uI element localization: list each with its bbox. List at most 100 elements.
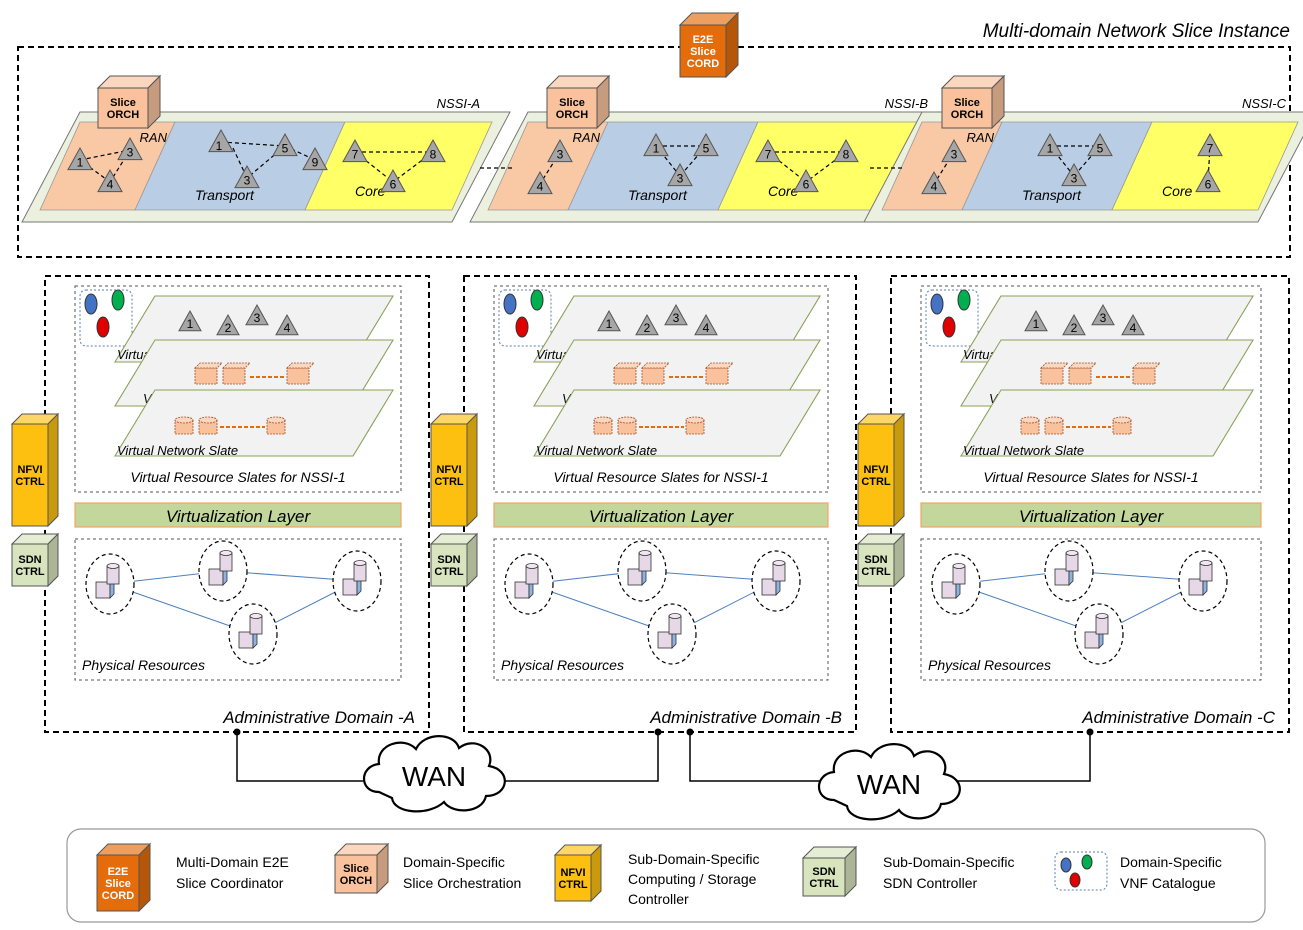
wan-label: WAN (857, 769, 921, 800)
cube-label: CTRL (434, 476, 464, 488)
server-cube (658, 632, 672, 648)
slates-caption: Virtual Resource Slates for NSSI-1 (553, 469, 768, 485)
virtual-compute-cube (614, 368, 636, 384)
virtual-network-node-top (618, 417, 636, 423)
storage-cylinder-top (953, 564, 965, 569)
cube-label: CTRL (861, 476, 891, 488)
cube-side-face (467, 414, 477, 526)
physical-node (1179, 551, 1227, 611)
nssi-label: NSSI-B (885, 96, 929, 111)
cube-label: CTRL (434, 566, 464, 578)
vnf-node-label: 7 (1207, 142, 1214, 156)
server-cube (343, 579, 357, 595)
physical-resources-label: Physical Resources (82, 657, 205, 673)
vnf-node-label: 2 (225, 321, 232, 335)
wan-link (690, 732, 826, 781)
storage-cylinder-top (250, 614, 262, 619)
virtualization-layer-label: Virtualization Layer (589, 507, 735, 526)
cube-label: E2E (693, 34, 714, 46)
vnf-node-label: 3 (677, 172, 684, 186)
legend-vnf-red (1070, 873, 1080, 887)
cube-label: ORCH (556, 109, 588, 121)
vnf-catalogue-green (958, 290, 970, 310)
storage-cylinder-top (639, 551, 651, 556)
legend-orch-text: Slice Orchestration (403, 875, 521, 891)
storage-cylinder-top (1200, 561, 1212, 566)
cube-label: NFVI (560, 867, 585, 879)
transport-label: Transport (195, 187, 255, 203)
slates-caption: Virtual Resource Slates for NSSI-1 (983, 469, 1198, 485)
cube-label: CTRL (558, 879, 588, 891)
server-cube (1189, 579, 1203, 595)
vnf-catalogue-red (943, 317, 955, 337)
legend-vnf-text: Domain-Specific (1120, 854, 1222, 870)
vnf-node-label: 3 (244, 174, 251, 188)
vnf-node-label: 3 (127, 146, 134, 160)
storage-cylinder-top (526, 564, 538, 569)
server-cube (515, 582, 529, 598)
transport-label: Transport (1022, 187, 1082, 203)
wan-cloud-b-c: WAN (819, 744, 960, 819)
ran-label: RAN (140, 130, 168, 145)
physical-resources-label: Physical Resources (501, 657, 624, 673)
wan-link (237, 732, 376, 781)
wan-link (493, 732, 658, 781)
cube-side-face (726, 13, 738, 77)
virtual-compute-cube (1069, 368, 1091, 384)
physical-node (1075, 604, 1123, 664)
vnf-node-label: 4 (703, 321, 710, 335)
physical-node (86, 554, 134, 614)
cube-label: NFVI (17, 464, 42, 476)
legend-nfvi-text: Computing / Storage (628, 871, 757, 887)
vnf-node-label: 1 (606, 317, 613, 331)
vnf-node-label: 8 (430, 148, 437, 162)
vnf-node-label: 1 (1047, 142, 1054, 156)
legend-e2e-text: Slice Coordinator (176, 875, 284, 891)
vnf-node-label: 2 (1071, 321, 1078, 335)
cube-side-face (48, 534, 58, 586)
server-cube (762, 579, 776, 595)
server-cube (239, 632, 253, 648)
physical-resources-label: Physical Resources (928, 657, 1051, 673)
vnf-node-label: 1 (1033, 317, 1040, 331)
virtualization-layer-label: Virtualization Layer (166, 507, 312, 526)
cube-label: NFVI (436, 464, 461, 476)
wan-cloud-a-b: WAN (364, 736, 505, 811)
virtual-compute-cube (1133, 368, 1155, 384)
physical-node (199, 541, 247, 601)
virtual-compute-cube (1041, 368, 1063, 384)
virtual-compute-cube (223, 368, 245, 384)
physical-node (648, 604, 696, 664)
legend-e2e-text: Multi-Domain E2E (176, 854, 289, 870)
server-cube (96, 582, 110, 598)
vnf-node-label: 5 (1097, 142, 1104, 156)
vnf-node-label: 3 (254, 311, 261, 325)
vnf-node-label: 4 (107, 178, 114, 192)
server-cube (1085, 632, 1099, 648)
cube-label: Slice (954, 97, 980, 109)
cube-label: Slice (559, 97, 585, 109)
legend-nfvi-text: Controller (628, 891, 689, 907)
vnf-catalogue-blue (85, 294, 97, 314)
cube-label: CTRL (809, 878, 839, 890)
storage-cylinder-top (1096, 614, 1108, 619)
virtual-network-node-top (1045, 417, 1063, 423)
cube-label: CTRL (15, 566, 45, 578)
vnf-node-label: 9 (312, 156, 319, 170)
storage-cylinder-top (107, 564, 119, 569)
slice-instance-title: Multi-domain Network Slice Instance (983, 21, 1290, 42)
domain-name: Administrative Domain -C (1081, 708, 1275, 727)
legend-vnf-text: VNF Catalogue (1120, 875, 1216, 891)
